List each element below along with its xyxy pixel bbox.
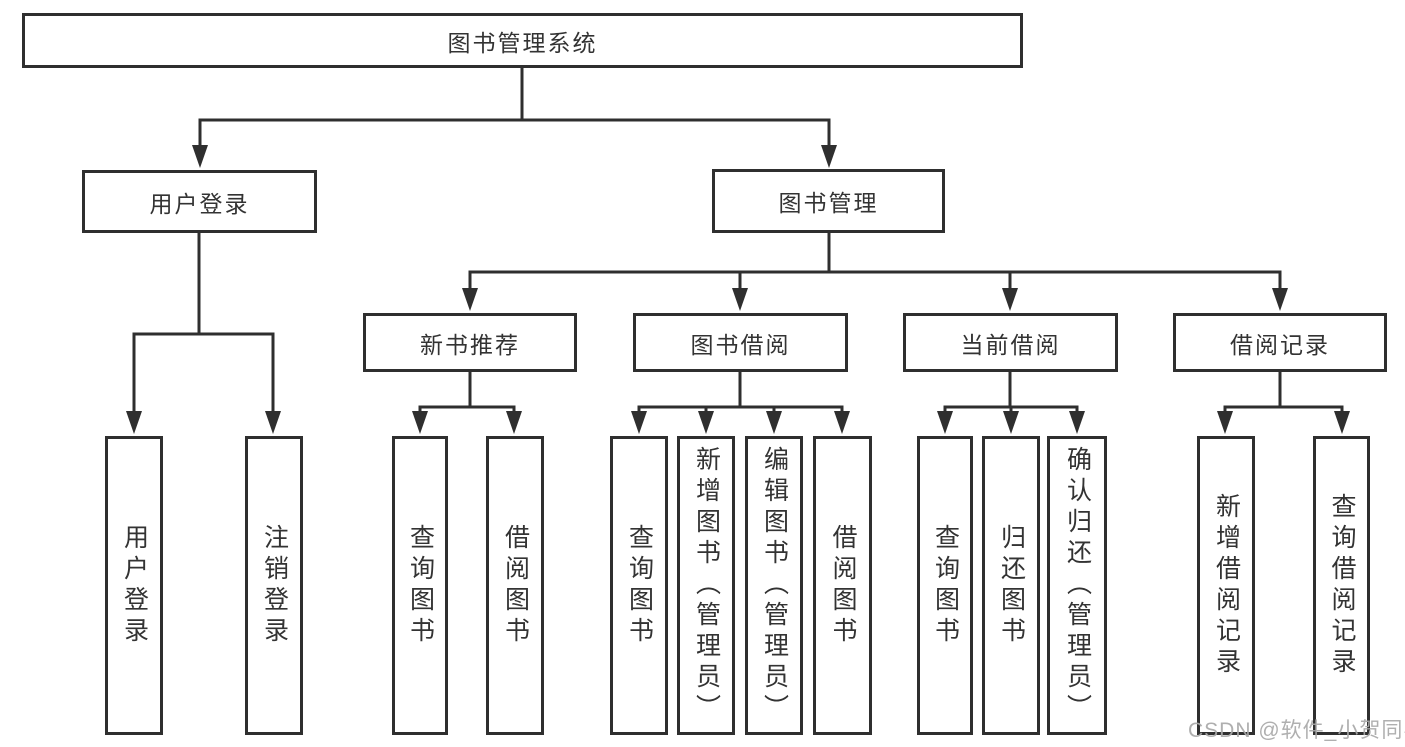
leaf-user-login-label: 用户登录 [120, 523, 149, 648]
leaf-edit-book-admin: 编辑图书（管理员） [745, 436, 803, 735]
leaf-search-book-borrow: 查询图书 [610, 436, 668, 735]
leaf-borrow-book-borrow-label: 借阅图书 [829, 523, 857, 648]
leaf-add-borrow-record: 新增借阅记录 [1197, 436, 1255, 735]
node-book-borrowing-label: 图书借阅 [690, 331, 791, 358]
leaf-search-borrow-record-label: 查询借阅记录 [1328, 492, 1356, 679]
leaf-return-book: 归还图书 [982, 436, 1040, 735]
node-book-borrowing: 图书借阅 [633, 313, 848, 372]
node-current-borrowing-label: 当前借阅 [960, 331, 1061, 358]
leaf-logout: 注销登录 [245, 436, 303, 735]
leaf-edit-book-admin-label: 编辑图书（管理员） [760, 446, 789, 725]
leaf-borrow-book-newrec: 借阅图书 [486, 436, 544, 735]
node-borrowing-records-label: 借阅记录 [1230, 331, 1330, 358]
node-book-management-branch: 图书管理 [712, 169, 945, 233]
leaf-search-book-current-label: 查询图书 [931, 523, 960, 648]
node-user-login-branch-label: 用户登录 [149, 190, 250, 217]
leaf-borrow-book-newrec-label: 借阅图书 [501, 523, 530, 648]
leaf-logout-label: 注销登录 [260, 523, 289, 648]
node-book-management-branch-label: 图书管理 [778, 190, 879, 216]
leaf-return-book-label: 归还图书 [997, 523, 1026, 648]
leaf-search-book-newrec: 查询图书 [392, 436, 448, 735]
leaf-search-book-borrow-label: 查询图书 [625, 523, 654, 648]
leaf-add-borrow-record-label: 新增借阅记录 [1212, 492, 1241, 679]
leaf-search-book-current: 查询图书 [917, 436, 973, 735]
leaf-borrow-book-borrow: 借阅图书 [813, 436, 872, 735]
node-new-book-recommend: 新书推荐 [363, 313, 577, 372]
leaf-add-book-admin-label: 新增图书（管理员） [692, 446, 721, 725]
node-root-label: 图书管理系统 [447, 29, 598, 56]
csdn-watermark: CSDN @软件_小贺同学 [1188, 719, 1405, 742]
leaf-add-book-admin: 新增图书（管理员） [677, 436, 735, 735]
leaf-user-login: 用户登录 [105, 436, 163, 735]
node-user-login-branch: 用户登录 [82, 170, 317, 233]
node-current-borrowing: 当前借阅 [903, 313, 1118, 372]
leaf-confirm-return-admin: 确认归还（管理员） [1047, 436, 1107, 735]
node-root-library-system: 图书管理系统 [22, 13, 1023, 68]
node-new-book-recommend-label: 新书推荐 [420, 331, 520, 358]
leaf-search-book-newrec-label: 查询图书 [406, 523, 435, 648]
leaf-confirm-return-admin-label: 确认归还（管理员） [1063, 446, 1092, 725]
leaf-search-borrow-record: 查询借阅记录 [1313, 436, 1370, 735]
node-borrowing-records: 借阅记录 [1173, 313, 1387, 372]
